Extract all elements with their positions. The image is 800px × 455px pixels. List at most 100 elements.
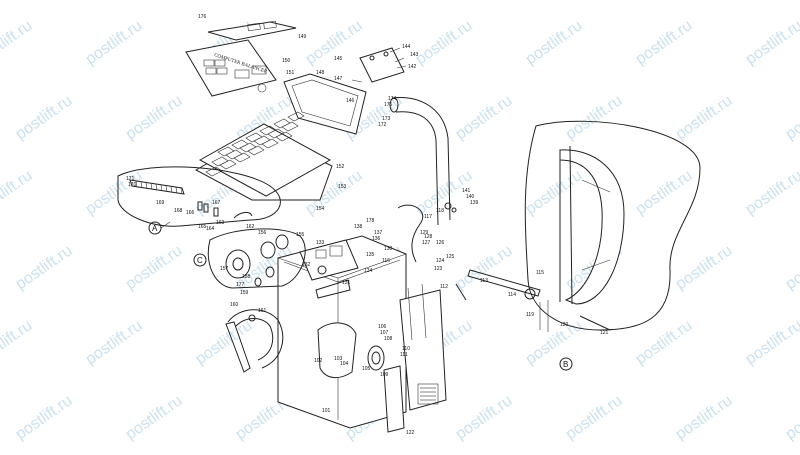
detail-c-marker	[193, 253, 207, 267]
wheel-guard	[524, 120, 701, 331]
part-label-149: 149	[298, 34, 307, 40]
part-label-173: 173	[382, 116, 391, 122]
part-label-165: 165	[198, 224, 207, 230]
detail-a-letter: A	[152, 224, 158, 233]
cable-assembly	[397, 202, 457, 263]
watermark-text: postlift.ru	[783, 242, 800, 293]
detail-b-marker	[559, 357, 573, 371]
watermark-text: postlift.ru	[123, 242, 186, 293]
part-label-106: 106	[378, 324, 387, 330]
watermark-text: postlift.ru	[523, 17, 586, 68]
watermark-text: postlift.ru	[13, 392, 76, 443]
part-label-119: 119	[526, 312, 534, 318]
part-label-163: 163	[216, 220, 225, 226]
part-label-137: 137	[374, 230, 383, 236]
part-label-116: 116	[382, 258, 390, 264]
watermark-text: postlift.ru	[0, 317, 35, 368]
watermark-text: postlift.ru	[563, 92, 626, 143]
display-cover	[283, 73, 367, 135]
part-label-174: 174	[388, 96, 397, 102]
watermark-text: postlift.ru	[453, 92, 516, 143]
part-label-101: 101	[322, 408, 331, 414]
part-label-104: 104	[340, 361, 349, 367]
part-label-138: 138	[354, 224, 363, 230]
console-faceplate: COMPUTER BALANCER	[185, 20, 367, 135]
part-label-136: 136	[372, 236, 381, 242]
part-label-115: 115	[536, 270, 544, 276]
part-label-132: 132	[302, 262, 311, 268]
part-label-110: 110	[402, 346, 410, 352]
detail-a-tool-tray	[117, 166, 281, 227]
part-label-128: 128	[424, 234, 433, 240]
part-label-153: 153	[338, 184, 347, 190]
detail-c-letter: C	[197, 256, 203, 265]
part-label-131: 131	[342, 280, 351, 286]
part-label-130: 130	[384, 246, 393, 252]
part-label-168: 168	[174, 208, 183, 214]
part-label-147: 147	[334, 76, 343, 82]
part-label-141: 141	[462, 188, 471, 194]
part-label-121: 121	[600, 330, 609, 336]
part-label-146: 146	[346, 98, 355, 104]
keypad-key	[261, 138, 279, 149]
watermark-text: postlift.ru	[743, 167, 800, 218]
part-label-151: 151	[286, 70, 295, 76]
part-label-105: 105	[362, 366, 371, 372]
hood-arm	[455, 269, 549, 332]
watermark-text: postlift.ru	[123, 392, 186, 443]
watermark-text: postlift.ru	[633, 167, 696, 218]
watermark-text: postlift.ru	[783, 92, 800, 143]
part-label-113: 113	[480, 278, 488, 284]
part-label-134: 134	[364, 268, 373, 274]
rack-tooth	[155, 184, 158, 191]
watermark-text: postlift.ru	[633, 317, 696, 368]
part-label-158: 158	[242, 274, 251, 280]
part-label-166: 166	[186, 210, 195, 216]
part-label-135: 135	[366, 252, 375, 258]
watermark-text: postlift.ru	[0, 17, 35, 68]
keypad-key	[287, 111, 305, 122]
watermark-text: postlift.ru	[13, 242, 76, 293]
detail-b-letter: B	[563, 360, 568, 369]
part-label-109: 109	[380, 372, 389, 378]
part-label-139: 139	[470, 200, 479, 206]
part-label-107: 107	[380, 330, 389, 336]
watermark-text: postlift.ru	[413, 17, 476, 68]
watermark-text: postlift.ru	[13, 92, 76, 143]
part-label-133: 133	[316, 240, 325, 246]
part-label-148: 148	[316, 70, 325, 76]
watermark-text: postlift.ru	[783, 392, 800, 443]
part-label-156: 156	[258, 230, 267, 236]
keypad-key	[281, 121, 299, 132]
part-label-140: 140	[466, 194, 475, 200]
wheel-clamp-hook	[225, 309, 284, 373]
rack-tooth	[165, 185, 168, 192]
keypad-key	[273, 118, 291, 129]
part-label-162: 162	[246, 224, 255, 230]
part-label-167: 167	[212, 200, 221, 206]
rack-tooth	[145, 182, 148, 189]
watermark-text: postlift.ru	[83, 17, 146, 68]
keypad-key	[219, 159, 237, 170]
part-label-143: 143	[410, 52, 419, 58]
watermark-text: postlift.ru	[673, 92, 736, 143]
detail-c-flange	[207, 228, 306, 289]
keypad-key	[247, 145, 265, 156]
watermark-text: postlift.ru	[523, 317, 586, 368]
rack-tooth	[160, 184, 163, 192]
part-label-103: 103	[334, 356, 343, 362]
part-label-170: 170	[128, 182, 137, 188]
part-label-129: 129	[420, 230, 429, 236]
part-label-142: 142	[408, 64, 417, 70]
mounting-bracket	[351, 47, 407, 83]
part-label-150: 150	[282, 58, 291, 64]
part-label-123: 123	[434, 266, 443, 272]
part-label-172: 172	[378, 122, 387, 128]
part-label-114: 114	[508, 292, 516, 298]
part-label-118: 118	[436, 208, 444, 214]
part-label-102: 102	[314, 358, 323, 364]
display-strip-149	[207, 21, 297, 41]
keypad-key	[233, 152, 251, 163]
